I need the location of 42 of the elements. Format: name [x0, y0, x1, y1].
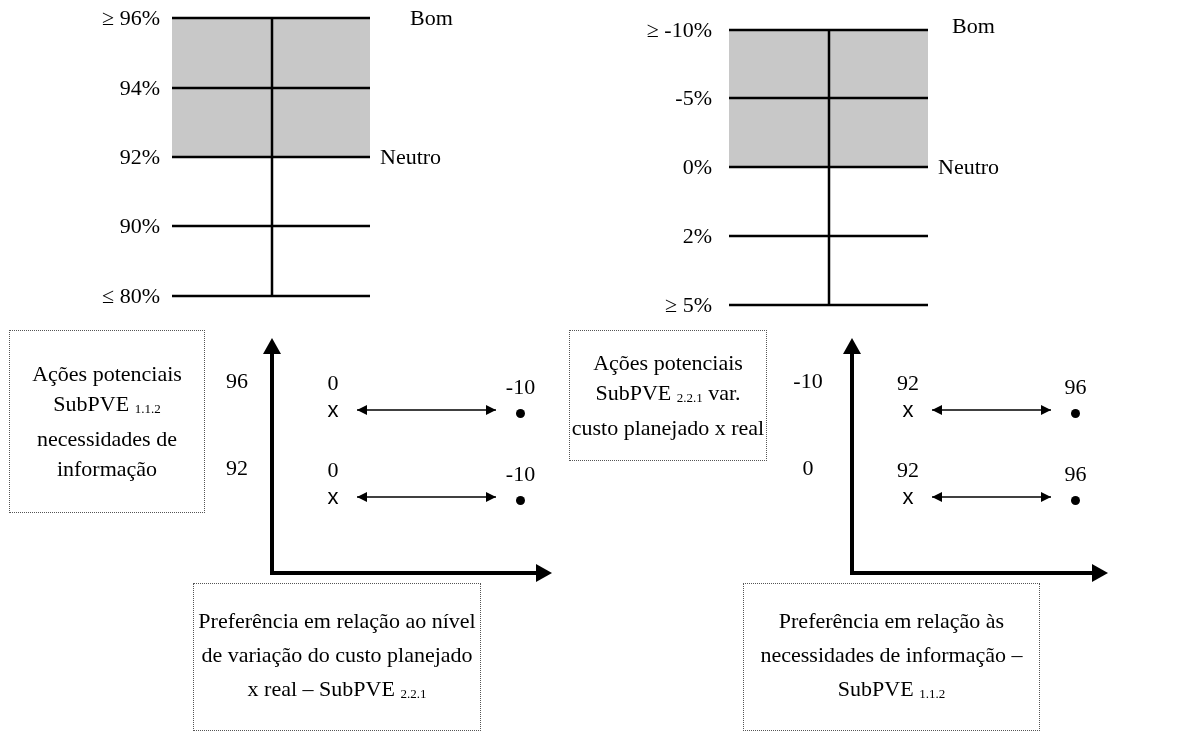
option-marker: x	[323, 484, 343, 510]
dot-marker	[516, 496, 525, 505]
value-label: 0	[802, 457, 814, 479]
level-label: Neutro	[938, 156, 1000, 178]
level-label: Neutro	[380, 146, 442, 168]
value-label: -10	[505, 375, 536, 398]
option-marker: x	[898, 484, 918, 510]
scale-level-label: ≥ -10%	[646, 19, 712, 41]
value-label: 96	[1064, 462, 1087, 485]
value-label: 96	[226, 370, 248, 392]
scale-level-label: 2%	[682, 225, 712, 247]
double-arrow	[931, 492, 1052, 502]
double-arrow	[356, 405, 497, 415]
value-label: -10	[505, 462, 536, 485]
text-box: Preferência em relação às necessidades de informação – SubPVE $_{1.1.2}$	[743, 583, 1040, 731]
value-label: 0	[327, 372, 339, 394]
scale-level-label: ≥ 96%	[102, 7, 160, 29]
value-label: -10	[793, 370, 823, 392]
scale-level-label: 90%	[119, 215, 160, 237]
level-label: Bom	[410, 7, 453, 29]
value-label: 96	[1064, 375, 1087, 398]
double-arrow	[356, 492, 497, 502]
text-box: Preferência em relação ao nível de variação do custo planejado x real – SubPVE $_{2.2.1}$	[193, 583, 481, 731]
double-arrow	[931, 405, 1052, 415]
scale-level-label: -5%	[675, 87, 712, 109]
value-label: 92	[897, 459, 919, 481]
text-box: Ações potenciais SubPVE $_{2.2.1}$ var. custo planejado x real	[569, 330, 767, 461]
scale-level-label: 92%	[119, 146, 160, 168]
value-label: 92	[226, 457, 248, 479]
value-label: 0	[327, 459, 339, 481]
scale-level-label: ≤ 80%	[102, 285, 160, 307]
option-marker: x	[898, 397, 918, 423]
value-label: 92	[897, 372, 919, 394]
dot-marker	[516, 409, 525, 418]
option-marker: x	[323, 397, 343, 423]
scale-level-label: ≥ 5%	[665, 294, 712, 316]
level-label: Bom	[952, 15, 995, 37]
dot-marker	[1071, 496, 1080, 505]
dot-marker	[1071, 409, 1080, 418]
text-box: Ações potenciais SubPVE $_{1.1.2}$ necessidades de informação	[9, 330, 205, 513]
scale-level-label: 94%	[119, 77, 160, 99]
scale-level-label: 0%	[682, 156, 712, 178]
